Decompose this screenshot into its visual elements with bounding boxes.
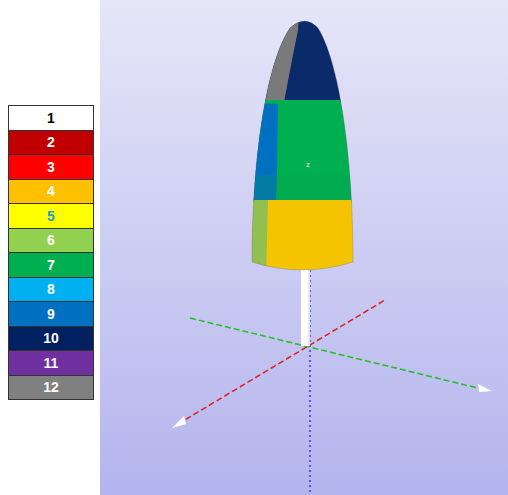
color-legend: 123456789101112 [8,105,94,400]
legend-swatch: 7 [9,253,93,278]
legend-number: 4 [47,183,55,199]
legend-number: 1 [47,110,55,126]
background [100,0,508,495]
legend-number: 11 [44,355,59,371]
cone-outline [252,21,353,270]
legend-swatch: 9 [9,302,93,327]
y-axis [190,318,486,390]
legend-number: 5 [47,208,55,224]
legend-swatch: 6 [9,229,93,254]
arrow-head [172,416,186,428]
legend-swatch: 4 [9,180,93,205]
legend-swatch: 1 [9,106,93,131]
legend-number: 12 [43,379,59,395]
nose-cone [240,0,370,280]
legend-swatch: 11 [9,351,93,376]
legend-swatch: 2 [9,131,93,156]
legend-number: 10 [43,330,59,346]
legend-swatch: 10 [9,327,93,352]
axis-label: z [306,160,310,169]
legend-number: 9 [47,306,55,322]
legend-swatch: 8 [9,278,93,303]
legend-number: 2 [47,134,55,150]
stem [301,262,310,346]
legend-number: 6 [47,232,55,248]
legend-number: 8 [47,281,55,297]
stem-shade [309,262,310,346]
legend-swatch: 3 [9,155,93,180]
legend-number: 7 [47,257,55,273]
x-axis [178,300,385,424]
legend-number: 3 [47,159,55,175]
arrow-head [478,384,492,392]
legend-swatch: 12 [9,376,93,400]
legend-swatch: 5 [9,204,93,229]
